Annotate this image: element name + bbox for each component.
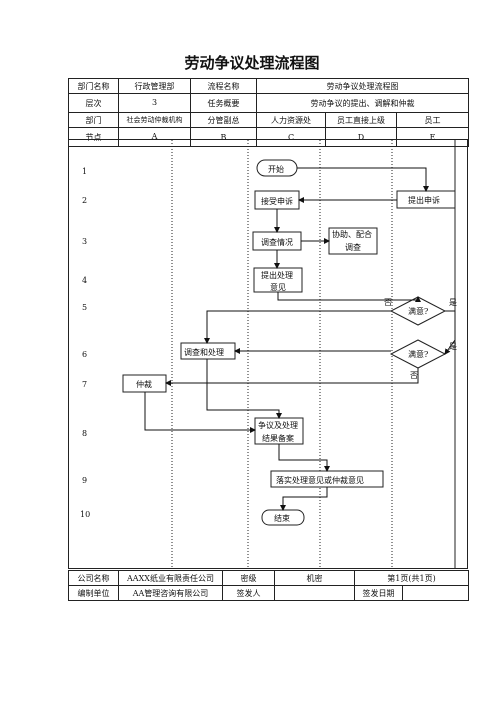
assist-label-1: 协助、配合 [332, 230, 372, 239]
node-label: 节点 [68, 127, 119, 147]
no-label-1: 否 [384, 298, 392, 307]
author-unit-value: AA管理咨询有限公司 [118, 585, 223, 601]
end-label: 结束 [274, 514, 290, 523]
footer-table: 公司名称 AAXX纸业有限责任公司 密级 机密 第1页(共1页) 编制单位 AA… [68, 570, 470, 601]
process-name-label: 流程名称 [190, 78, 257, 94]
accept-complaint-label: 接受申诉 [261, 197, 293, 206]
page-info: 第1页(共1页) [353, 570, 470, 586]
node-c: C [256, 127, 326, 147]
no-label-2: 否 [410, 371, 418, 380]
task-summary-label: 任务概要 [190, 93, 257, 113]
yes-label-1: 是 [449, 298, 457, 307]
security-level-value: 机密 [274, 570, 355, 586]
node-number-10: 10 [80, 510, 91, 519]
node-number-7: 7 [82, 380, 88, 389]
satisfied-label-2: 满意? [408, 350, 429, 359]
node-number-4: 4 [82, 276, 88, 285]
header-table: 部门名称 行政管理部 流程名称 劳动争议处理流程图 层次 3 任务概要 劳动争议… [68, 78, 470, 147]
author-unit-label: 编制单位 [68, 585, 119, 601]
dept-name-value: 行政管理部 [118, 78, 191, 94]
implement-label: 落实处理意见或仲裁意见 [276, 476, 364, 485]
dept-name-label: 部门名称 [68, 78, 119, 94]
issue-date-value [401, 585, 470, 601]
issuer-value [274, 585, 355, 601]
vp-handle-label: 调查和处理 [184, 348, 224, 357]
page-title: 劳动争议处理流程图 [184, 54, 320, 72]
arbitration-label: 仲裁 [136, 380, 152, 389]
security-level-label: 密级 [222, 570, 275, 586]
propose-label-2: 意见 [270, 283, 286, 292]
submit-complaint-label: 提出申诉 [408, 196, 440, 205]
satisfied-label-1: 满意? [408, 307, 429, 316]
issuer-label: 签发人 [222, 585, 275, 601]
flowchart-area [68, 139, 468, 569]
node-b: B [190, 127, 257, 147]
dept-hr: 人力资源处 [256, 112, 326, 128]
node-number-1: 1 [82, 167, 88, 176]
node-number-2: 2 [82, 196, 88, 205]
start-label: 开始 [268, 165, 284, 174]
department-label: 部门 [68, 112, 119, 128]
yes-label-2: 是 [449, 342, 457, 351]
node-e: E [395, 127, 470, 147]
assist-label-2: 调查 [345, 243, 361, 252]
node-number-3: 3 [82, 237, 88, 246]
task-summary-value: 劳动争议的提出、调解和仲裁 [255, 93, 470, 113]
company-name-value: AAXX纸业有限责任公司 [118, 570, 223, 586]
process-name-value: 劳动争议处理流程图 [255, 78, 470, 94]
node-number-5: 5 [82, 303, 88, 312]
node-number-9: 9 [82, 476, 88, 485]
archive-label-1: 争议及处理 [258, 421, 298, 430]
archive-label-2: 结果备案 [262, 434, 294, 443]
dept-supervisor: 员工直接上级 [325, 112, 397, 128]
investigate-label: 调查情况 [261, 238, 293, 247]
dept-arbitration: 社会劳动仲裁机构 [118, 112, 191, 128]
node-a: A [118, 127, 191, 147]
dept-vp: 分管副总 [190, 112, 257, 128]
issue-date-label: 签发日期 [354, 585, 403, 601]
level-label: 层次 [68, 93, 119, 113]
node-number-8: 8 [82, 429, 88, 438]
dept-employee: 员工 [395, 112, 470, 128]
node-number-6: 6 [82, 350, 88, 359]
propose-label-1: 提出处理 [261, 271, 293, 280]
company-name-label: 公司名称 [68, 570, 119, 586]
level-value: 3 [118, 93, 191, 113]
